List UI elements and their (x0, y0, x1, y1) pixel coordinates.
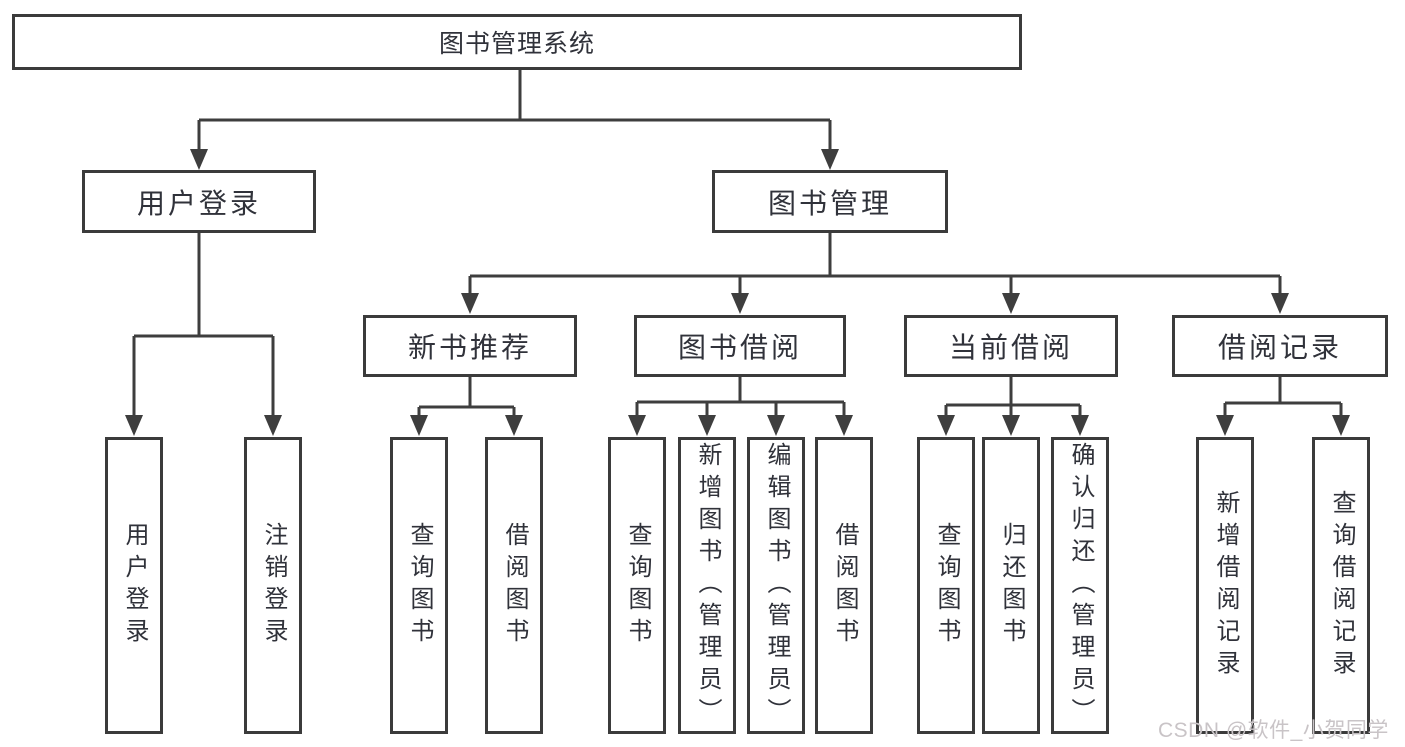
node-query-books-recommend: 查询图书 (390, 437, 448, 734)
node-user-login-label: 用户登录 (136, 187, 261, 219)
node-borrow-books-recommend-label: 借阅图书 (501, 521, 528, 650)
node-book-borrow: 图书借阅 (634, 315, 846, 377)
node-edit-books-admin-label: 编辑图书（管理员） (763, 441, 790, 730)
arrow-down-icon (821, 149, 839, 170)
connector-book-borrow-split (635, 377, 846, 416)
csdn-watermark: CSDN @软件_小贺同学 (1158, 719, 1389, 742)
node-borrow-books-recommend: 借阅图书 (485, 437, 543, 734)
arrow-down-icon (767, 415, 785, 436)
arrow-down-icon (1216, 415, 1234, 436)
node-query-borrow-record-label: 查询借阅记录 (1328, 489, 1355, 682)
node-user-login-action-label: 用户登录 (121, 521, 148, 650)
node-confirm-return-admin: 确认归还（管理员） (1051, 437, 1109, 734)
arrow-down-icon (410, 415, 428, 436)
node-query-books-borrow: 查询图书 (608, 437, 666, 734)
node-query-books-borrow-label: 查询图书 (624, 521, 651, 650)
node-borrow-records: 借阅记录 (1172, 315, 1388, 377)
node-add-borrow-record: 新增借阅记录 (1196, 437, 1254, 734)
node-book-borrow-label: 图书借阅 (677, 332, 802, 363)
arrow-down-icon (698, 415, 716, 436)
node-library-system: 图书管理系统 (12, 14, 1022, 70)
node-edit-books-admin: 编辑图书（管理员） (747, 437, 805, 734)
arrow-down-icon (461, 293, 479, 314)
node-current-borrow: 当前借阅 (904, 315, 1118, 377)
connector-current-borrow-split (944, 377, 1082, 416)
node-query-books-current-label: 查询图书 (933, 521, 960, 650)
arrow-down-icon (1002, 415, 1020, 436)
arrow-down-icon (125, 415, 143, 436)
connector-root-split (197, 70, 832, 150)
node-new-book-recommend-label: 新书推荐 (407, 332, 532, 363)
node-add-books-admin-label: 新增图书（管理员） (694, 441, 721, 730)
node-confirm-return-admin-label: 确认归还（管理员） (1067, 441, 1094, 730)
node-borrow-books-action-label: 借阅图书 (831, 521, 858, 650)
arrow-down-icon (190, 149, 208, 170)
node-add-books-admin: 新增图书（管理员） (678, 437, 736, 734)
node-query-books-current: 查询图书 (917, 437, 975, 734)
arrow-down-icon (628, 415, 646, 436)
node-add-borrow-record-label: 新增借阅记录 (1212, 489, 1239, 682)
node-borrow-books-action: 借阅图书 (815, 437, 873, 734)
node-book-management-label: 图书管理 (767, 187, 892, 219)
node-query-books-recommend-label: 查询图书 (406, 521, 433, 650)
node-logout-action-label: 注销登录 (260, 521, 287, 650)
node-library-system-label: 图书管理系统 (438, 30, 595, 58)
node-return-books: 归还图书 (982, 437, 1040, 734)
arrow-down-icon (1071, 415, 1089, 436)
arrow-down-icon (835, 415, 853, 436)
node-new-book-recommend: 新书推荐 (363, 315, 577, 377)
arrow-down-icon (505, 415, 523, 436)
connector-user-login-split (132, 233, 275, 416)
arrow-down-icon (1002, 293, 1020, 314)
arrow-down-icon (731, 293, 749, 314)
connector-new-book-split (417, 377, 516, 416)
node-query-borrow-record: 查询借阅记录 (1312, 437, 1370, 734)
connector-book-management-split (468, 233, 1282, 295)
arrowheads (125, 149, 1350, 436)
arrow-down-icon (937, 415, 955, 436)
arrow-down-icon (1332, 415, 1350, 436)
node-user-login-action: 用户登录 (105, 437, 163, 734)
node-return-books-label: 归还图书 (998, 521, 1025, 650)
arrow-down-icon (264, 415, 282, 436)
connector-borrow-records-split (1223, 377, 1343, 416)
node-borrow-records-label: 借阅记录 (1217, 332, 1342, 363)
node-user-login: 用户登录 (82, 170, 316, 233)
node-book-management: 图书管理 (712, 170, 948, 233)
node-current-borrow-label: 当前借阅 (948, 332, 1073, 363)
node-logout-action: 注销登录 (244, 437, 302, 734)
arrow-down-icon (1271, 293, 1289, 314)
